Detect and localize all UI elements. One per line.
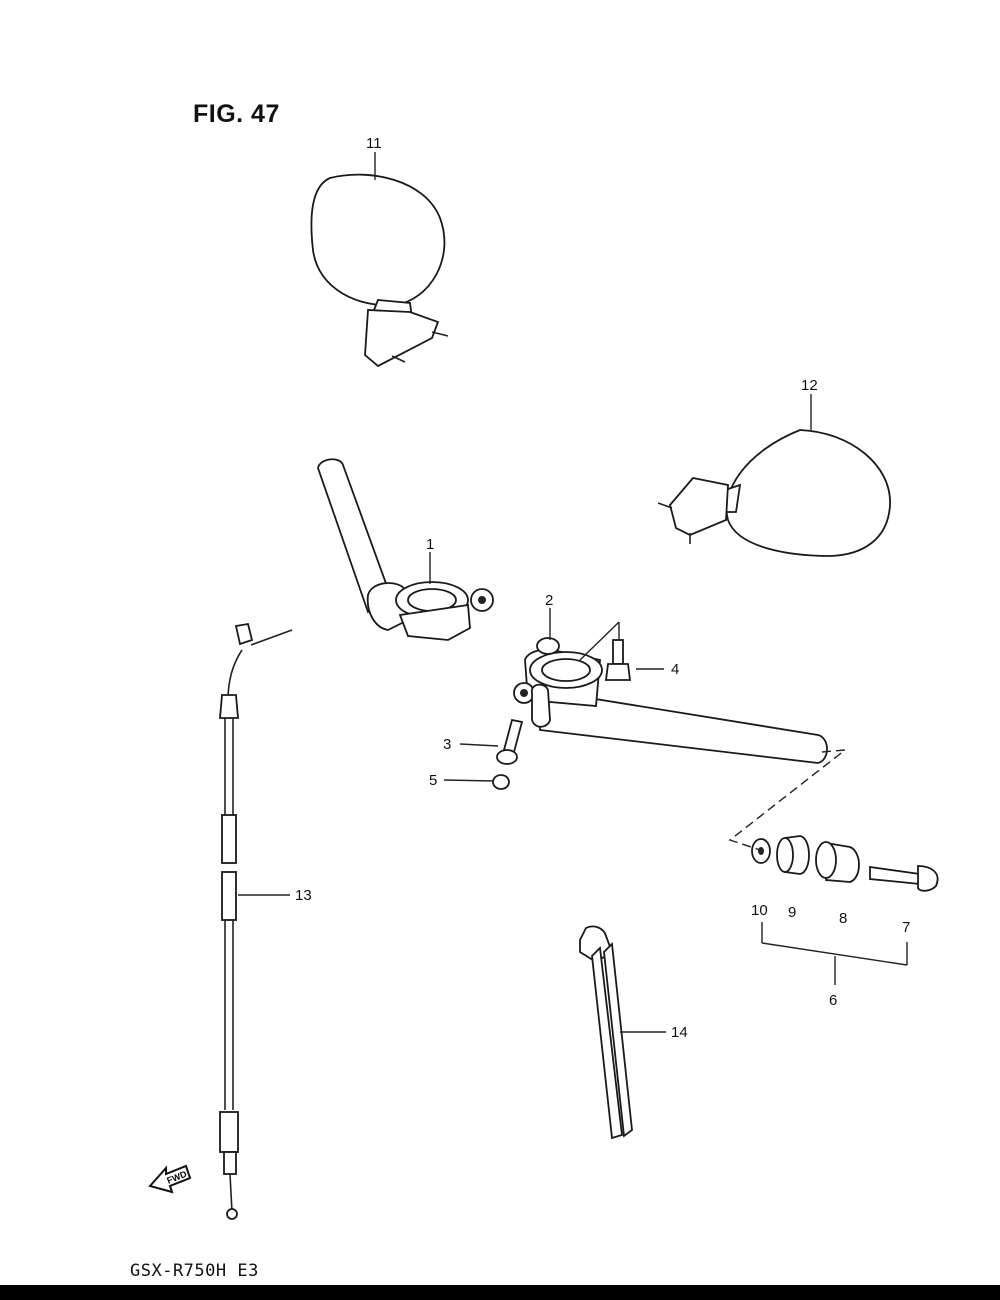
part-number-12: 12 (801, 377, 818, 394)
part-number-2: 2 (545, 592, 554, 609)
leader-lines (238, 152, 908, 1033)
bottom-border-bar (0, 1285, 1000, 1300)
bolt-3 (496, 718, 524, 765)
part-number-11: 11 (366, 135, 382, 152)
part-number-13: 13 (295, 887, 312, 904)
bolt-4 (604, 639, 632, 681)
mirror-left (310, 173, 449, 368)
figure-title: FIG. 47 (193, 100, 280, 128)
part-number-3: 3 (443, 736, 452, 753)
part-number-7: 7 (902, 919, 911, 936)
part-number-14: 14 (671, 1024, 688, 1041)
harness-band (579, 925, 633, 1140)
forward-arrow-icon: FWD (148, 1164, 192, 1194)
washer-10 (751, 838, 771, 864)
part-number-9: 9 (788, 904, 797, 921)
mirror-right (657, 429, 891, 557)
part-number-6: 6 (829, 992, 838, 1009)
sleeve-8 (815, 841, 860, 883)
handlebar-right (513, 637, 828, 764)
part-number-4: 4 (671, 661, 680, 678)
part-number-1: 1 (426, 536, 435, 553)
cap-5 (492, 774, 510, 790)
screw-7 (869, 865, 939, 892)
part-number-5: 5 (429, 772, 438, 789)
part-number-10: 10 (751, 902, 768, 919)
model-code: GSX-R750H E3 (130, 1261, 259, 1281)
throttle-cable (219, 622, 293, 1220)
handlebar-left (317, 458, 494, 641)
weight-9 (776, 835, 810, 875)
part-number-8: 8 (839, 910, 848, 927)
